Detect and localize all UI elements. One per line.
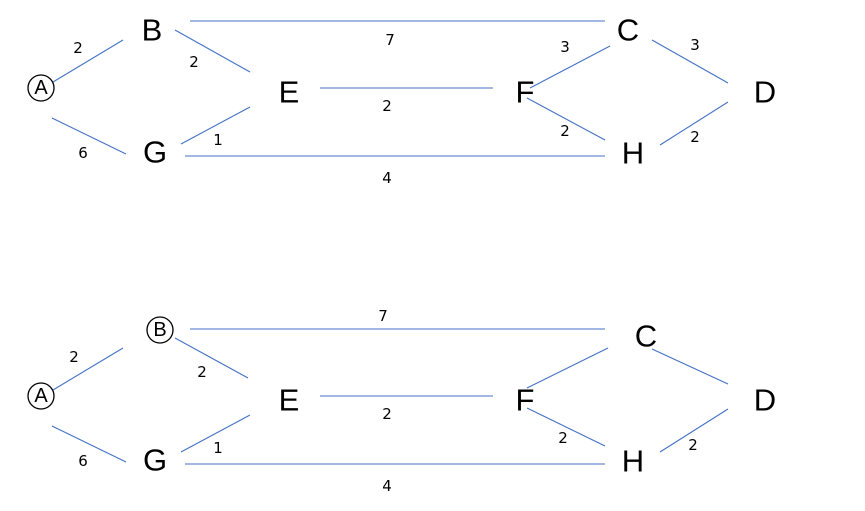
edge-weight-g-h: 4 (382, 477, 392, 495)
node-label: G (143, 135, 167, 170)
node-f: F (516, 383, 535, 418)
node-h: H (622, 136, 644, 171)
edge-weight-g-e: 1 (213, 131, 223, 149)
node-label: H (622, 136, 644, 171)
node-circle-marker (27, 382, 55, 410)
node-label: B (142, 13, 163, 48)
node-label: E (279, 75, 300, 110)
node-b: B (142, 13, 163, 48)
node-d: D (754, 75, 776, 110)
edge-weight-h-d: 2 (688, 436, 698, 454)
edge-c-d (651, 39, 729, 84)
node-e: E (279, 383, 300, 418)
edge-f-h (526, 407, 606, 447)
node-label: G (143, 443, 167, 478)
edge-weight-b-c: 7 (385, 31, 395, 49)
node-label: H (622, 444, 644, 479)
node-h: H (622, 444, 644, 479)
edge-weight-a-b: 2 (69, 348, 79, 366)
edge-h-d (659, 101, 729, 146)
edge-weight-e-f: 2 (382, 405, 392, 423)
edge-f-c (526, 347, 609, 389)
node-a: A (27, 74, 55, 102)
edge-weight-a-b: 2 (73, 39, 83, 57)
edge-g-e (180, 414, 251, 453)
edge-weight-b-c: 7 (378, 307, 388, 325)
edge-weight-g-e: 1 (213, 439, 223, 457)
edge-weight-c-d: 3 (690, 36, 700, 54)
node-label: F (516, 383, 535, 418)
node-g: G (143, 443, 167, 478)
node-f: F (516, 75, 535, 110)
node-c: C (635, 319, 657, 354)
node-label: F (516, 75, 535, 110)
edge-weight-g-h: 4 (382, 169, 392, 187)
edge-c-d (651, 348, 729, 385)
node-circle-marker (146, 316, 174, 344)
node-label: D (754, 75, 776, 110)
node-label: E (279, 383, 300, 418)
edge-a-g (51, 117, 127, 155)
node-a: A (27, 382, 55, 410)
edge-weight-a-g: 6 (78, 144, 88, 162)
edge-a-b (52, 39, 124, 83)
edge-weight-e-f: 2 (382, 97, 392, 115)
edge-f-c (529, 45, 611, 89)
edge-b-e (174, 337, 249, 379)
edge-weight-h-d: 2 (690, 128, 700, 146)
node-c: C (617, 13, 639, 48)
edge-weight-b-e: 2 (189, 53, 199, 71)
edge-weight-f-h: 2 (558, 429, 568, 447)
node-g: G (143, 135, 167, 170)
node-label: A (34, 77, 48, 99)
edge-b-e (174, 29, 251, 73)
node-d: D (754, 383, 776, 418)
node-e: E (279, 75, 300, 110)
node-label: C (635, 319, 657, 354)
edge-h-d (659, 408, 729, 453)
edge-a-g (51, 425, 127, 463)
node-b: B (146, 316, 174, 344)
edge-weight-f-h: 2 (560, 122, 570, 140)
node-circle-marker (27, 74, 55, 102)
edge-weight-f-c: 3 (560, 38, 570, 56)
edge-g-e (180, 106, 251, 145)
edge-weight-a-g: 6 (78, 452, 88, 470)
edge-f-h (526, 97, 606, 141)
node-label: B (153, 319, 166, 341)
edge-a-b (52, 347, 124, 391)
node-label: A (34, 385, 48, 407)
node-label: D (754, 383, 776, 418)
node-label: C (617, 13, 639, 48)
edge-weight-b-e: 2 (197, 363, 207, 381)
